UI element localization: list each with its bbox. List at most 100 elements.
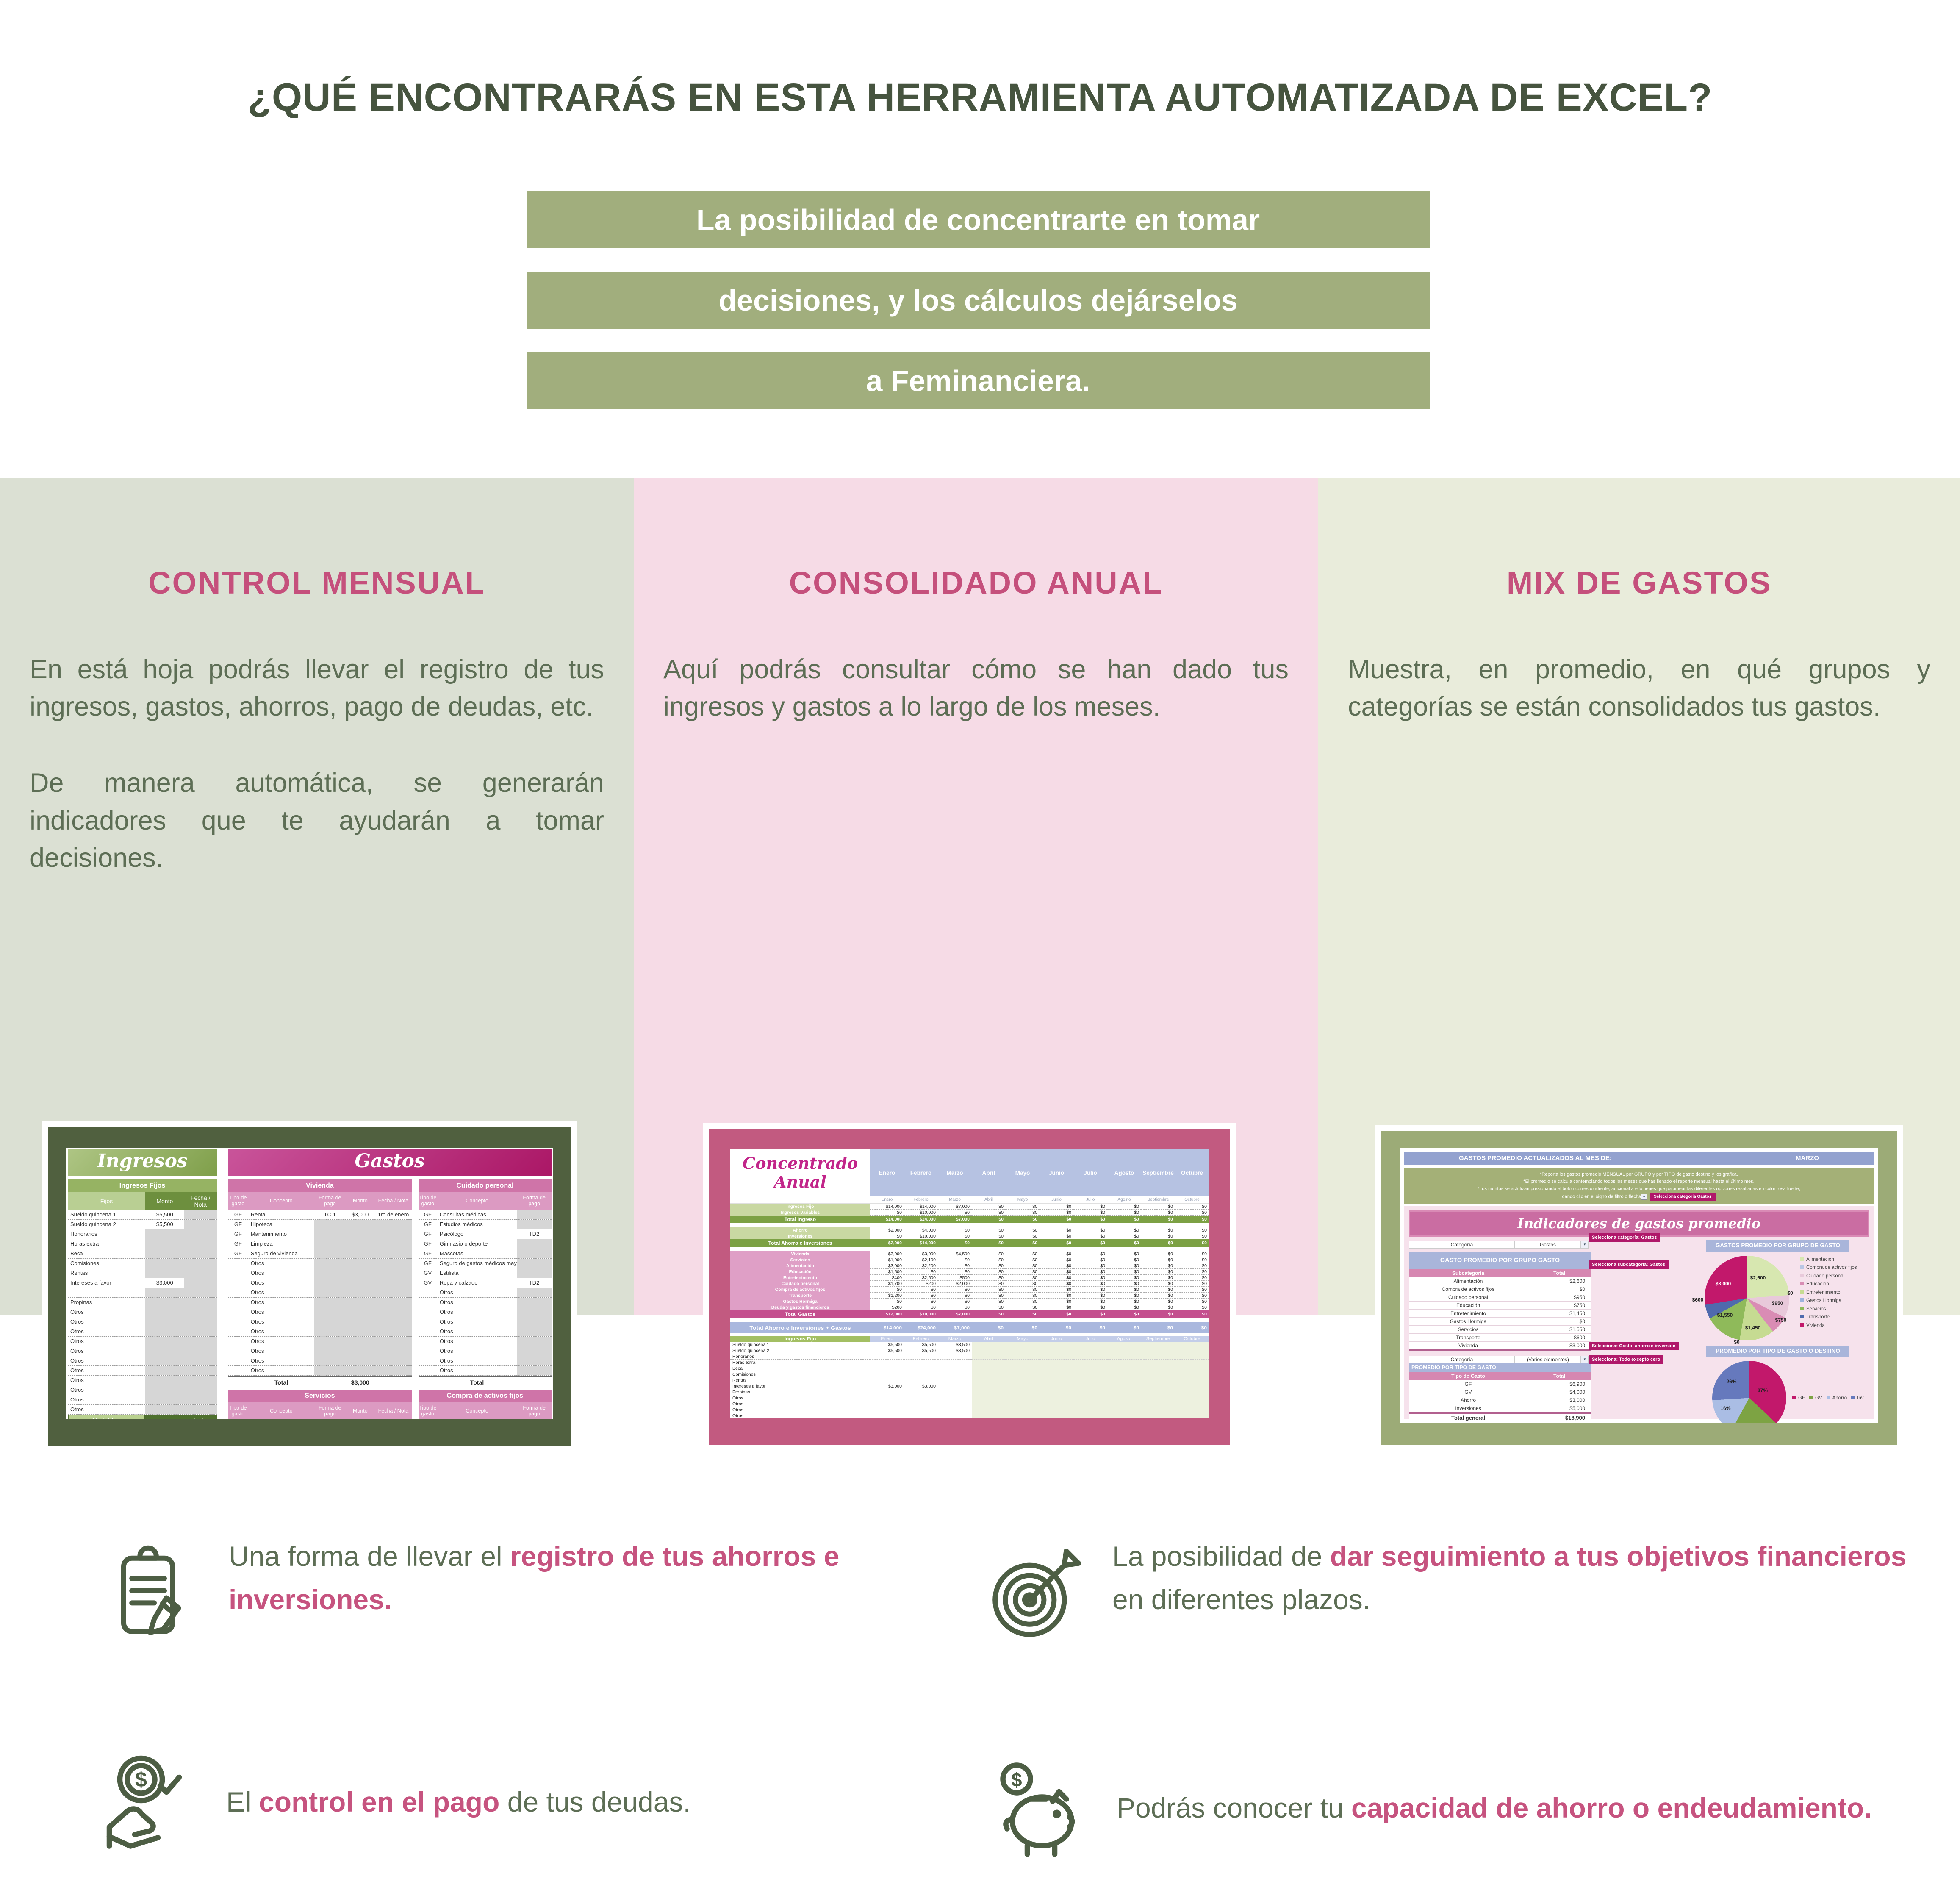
note-line: dando clic en el signo de filtro o flech… bbox=[1414, 1193, 1864, 1201]
sheet-row: Compra de activos fijos$0$0$0$0$0$0$0$0$… bbox=[730, 1287, 1209, 1293]
legend-item: Cuidado personal bbox=[1800, 1272, 1857, 1281]
month-header: Febrero bbox=[904, 1336, 938, 1342]
value-cell: $0 bbox=[938, 1293, 972, 1299]
sheet-row: Ingresos Fijo$14,000$14,000$7,000$0$0$0$… bbox=[730, 1204, 1209, 1210]
value-cell: $0 bbox=[1099, 1325, 1105, 1331]
sheet-cell: Otros bbox=[248, 1298, 314, 1307]
sheet-row: Otros bbox=[68, 1346, 217, 1356]
section-band: Compra de activos fijos bbox=[418, 1390, 552, 1402]
benefit-objetivos-financieros: La posibilidad de dar seguimiento a tus … bbox=[987, 1535, 1944, 1651]
value-cell: $0 bbox=[998, 1325, 1004, 1331]
piggy-bank-icon: $ bbox=[987, 1747, 1093, 1868]
sheet-cell bbox=[375, 1366, 412, 1375]
sheet-cell bbox=[375, 1327, 412, 1336]
value-cell: $0 bbox=[972, 1299, 1006, 1304]
empty-cell bbox=[1141, 1354, 1175, 1360]
clipboard-pencil-icon bbox=[103, 1535, 205, 1651]
empty-cell bbox=[1141, 1389, 1175, 1395]
sheet-row: Gastos Hormiga$0$0$0$0$0$0$0$0$0$0 bbox=[730, 1299, 1209, 1304]
value-cell: $0 bbox=[1175, 1227, 1209, 1233]
row-label: Comisiones bbox=[730, 1371, 870, 1377]
sheet-cell bbox=[184, 1210, 217, 1219]
sheet-cell bbox=[228, 1278, 248, 1288]
sheet-cell bbox=[418, 1317, 437, 1327]
sheet-row: Sueldo quincena 1$5,500$5,500$3,500 bbox=[730, 1342, 1209, 1348]
benefit-text-plain: de tus deudas. bbox=[499, 1786, 691, 1818]
value-cell: $0 bbox=[1040, 1275, 1073, 1281]
sheet-cell bbox=[517, 1356, 552, 1365]
row-label: Compra de activos fijos bbox=[730, 1287, 870, 1293]
value-cell: $7,000 bbox=[938, 1204, 972, 1210]
legend-swatch bbox=[1800, 1282, 1804, 1286]
sheet-cell: GF bbox=[418, 1259, 437, 1268]
sheet-cell bbox=[184, 1278, 217, 1288]
empty-cell bbox=[1175, 1395, 1209, 1401]
sheet-cell bbox=[228, 1268, 248, 1278]
sheet-cell: Renta bbox=[248, 1210, 314, 1219]
empty-cell bbox=[1141, 1342, 1175, 1348]
row-label: Honorarios bbox=[730, 1354, 870, 1360]
sheet-row: Otros bbox=[418, 1307, 552, 1317]
sheet-cell: Mascotas bbox=[437, 1249, 517, 1258]
empty-cell bbox=[1040, 1383, 1073, 1390]
sheet-cell bbox=[345, 1317, 375, 1327]
col-header: Forma de pago bbox=[523, 1405, 546, 1417]
legend-item: Gastos Hormiga bbox=[1800, 1297, 1857, 1305]
sheet-cell: Beca bbox=[68, 1249, 146, 1258]
row-label: Vivienda bbox=[730, 1251, 870, 1257]
value-cell: $0 bbox=[1032, 1312, 1037, 1317]
sheet-cell bbox=[375, 1337, 412, 1346]
selecciona-todo-label: Selecciona: Todo excepto cero bbox=[1589, 1355, 1664, 1364]
pie1-area: $2,600$0$950$750$1,450$0$1,550$600$3,000… bbox=[1687, 1255, 1873, 1345]
value-cell bbox=[938, 1354, 972, 1360]
section-band: Vivienda bbox=[228, 1179, 412, 1192]
selecciona-categoria-button: Selecciona categoria Gastos bbox=[1650, 1193, 1716, 1201]
pie-data-label: $1,550 bbox=[1717, 1312, 1733, 1318]
empty-cell bbox=[972, 1342, 1006, 1348]
value-cell: $0 bbox=[1032, 1241, 1037, 1246]
sheet-cell bbox=[419, 1377, 437, 1388]
value-cell: $14,000 bbox=[886, 1217, 902, 1222]
sheet-cell bbox=[228, 1356, 248, 1365]
value-cell: $0 bbox=[1040, 1257, 1073, 1263]
sheet-cell bbox=[145, 1239, 184, 1249]
column-heading: CONTROL MENSUAL bbox=[148, 565, 485, 600]
empty-cell bbox=[1006, 1348, 1040, 1354]
sheet-row: Sueldo quincena 2$5,500$5,500$3,500 bbox=[730, 1348, 1209, 1354]
sheet-cell: Sueldo quincena 1 bbox=[68, 1210, 146, 1219]
value-cell: $0 bbox=[1073, 1287, 1107, 1293]
sheet-cell: Otros bbox=[68, 1395, 146, 1404]
subcategoria: Vivienda bbox=[1458, 1342, 1478, 1349]
benefit-text-plain: El bbox=[226, 1786, 259, 1818]
ingresos-column-headers: Fijos Monto Fecha / Nota bbox=[68, 1192, 217, 1210]
month-subheader: Agosto bbox=[1117, 1197, 1131, 1202]
anual-rows: Ingresos Fijo$14,000$14,000$7,000$0$0$0$… bbox=[730, 1204, 1209, 1333]
sheet-row: Otros bbox=[730, 1413, 1209, 1418]
sheet-cell: Otros bbox=[248, 1337, 314, 1346]
value-cell bbox=[904, 1395, 938, 1401]
sheet-cell: Consultas médicas bbox=[437, 1210, 517, 1219]
sheet-cell bbox=[314, 1327, 346, 1336]
pie-chart-tipo: 37%21%16%26% bbox=[1712, 1361, 1786, 1423]
sheet-cell bbox=[517, 1239, 552, 1249]
sheet-cell bbox=[517, 1220, 552, 1229]
col-header: Fijos bbox=[68, 1192, 146, 1210]
sheet-row: Otros bbox=[68, 1395, 217, 1405]
sheet-row: Otros bbox=[730, 1395, 1209, 1401]
value-cell bbox=[938, 1413, 972, 1418]
legend-item: Entretenimiento bbox=[1800, 1289, 1857, 1297]
variables-band: Variables Monto Fecha / Nota bbox=[68, 1415, 217, 1419]
empty-cell bbox=[1040, 1348, 1073, 1354]
column-paragraph: Aquí podrás consultar cómo se han dado t… bbox=[663, 655, 1289, 722]
value-cell: $0 bbox=[1066, 1241, 1071, 1246]
tipo-de-gasto: Ahorro bbox=[1460, 1397, 1476, 1403]
sheet-row: GV$4,000 bbox=[1409, 1388, 1591, 1396]
row-label: Otros bbox=[730, 1401, 870, 1407]
value-cell bbox=[938, 1401, 972, 1407]
value-cell: $0 bbox=[1040, 1299, 1073, 1304]
indicadores-banner: Indicadores de gastos promedio bbox=[1409, 1210, 1869, 1237]
